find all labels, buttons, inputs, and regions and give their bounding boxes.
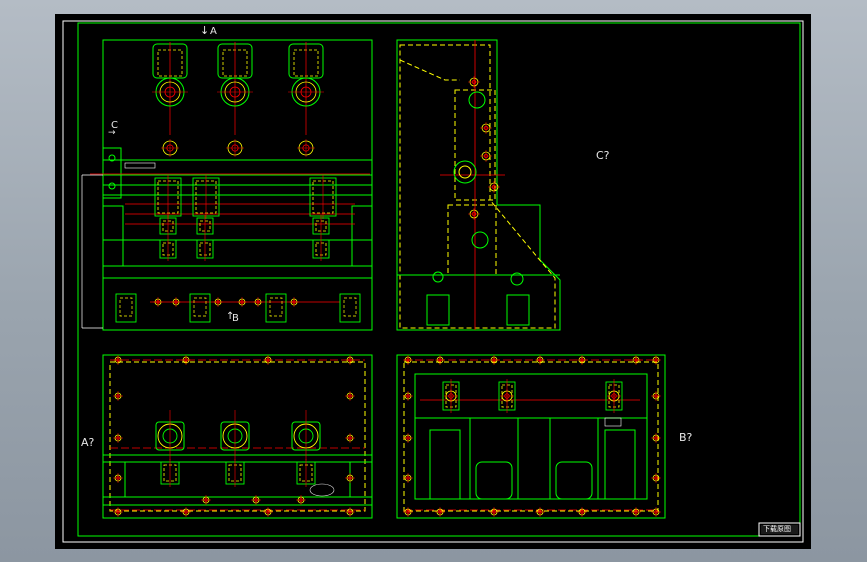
top-view-b[interactable] xyxy=(396,354,666,519)
bolt-hole xyxy=(535,355,545,365)
bolt-hole xyxy=(113,473,123,483)
bolt-hole xyxy=(480,150,492,162)
bolt-hole xyxy=(435,507,445,517)
bolt-hole xyxy=(113,507,123,517)
view-a-title: A? xyxy=(81,436,95,449)
sheet-border-inner xyxy=(77,22,801,537)
bolt-hole xyxy=(488,181,500,193)
bolt-hole xyxy=(468,76,480,88)
bolt-hole xyxy=(651,473,661,483)
bolt-hole xyxy=(403,433,413,443)
bolt-hole xyxy=(345,433,355,443)
dowel-hole xyxy=(213,297,223,307)
bolt-hole xyxy=(263,355,273,365)
guide-bushing xyxy=(312,237,330,261)
title-block-frame xyxy=(758,522,801,537)
bolt-hole xyxy=(345,507,355,517)
guide-hole xyxy=(607,389,621,403)
bolt-hole xyxy=(113,355,123,365)
sheet-border-outer xyxy=(62,20,804,543)
base-block xyxy=(265,293,287,323)
arrow-right-icon: → xyxy=(108,128,116,138)
guide-hole xyxy=(444,389,458,403)
bolt-hole xyxy=(651,507,661,517)
bolt-hole xyxy=(651,355,661,365)
view-c-title: C? xyxy=(596,149,610,162)
bolt-hole xyxy=(251,495,261,505)
bolt-hole xyxy=(403,355,413,365)
bolt-hole xyxy=(651,433,661,443)
bolt-hole xyxy=(403,473,413,483)
base-block xyxy=(189,293,211,323)
base-block xyxy=(115,293,137,323)
cylinder-top-view xyxy=(291,410,321,460)
guide-bushing xyxy=(159,237,177,261)
bolt-hole xyxy=(480,122,492,134)
view-arrow-b-label: B xyxy=(232,313,239,324)
dowel-hole xyxy=(153,297,163,307)
bolt-hole xyxy=(489,507,499,517)
title-block-caption: 下载原图 xyxy=(763,525,791,533)
top-view-a[interactable] xyxy=(102,354,373,519)
guide-bushing xyxy=(312,215,330,237)
guide-bushing xyxy=(196,237,214,261)
bolt-hole xyxy=(113,391,123,401)
bolt-hole xyxy=(577,507,587,517)
view-arrow-c-label: C xyxy=(111,120,118,131)
rotation-marker xyxy=(309,483,335,497)
view-arrow-a-label: A xyxy=(210,26,217,37)
arrow-down-icon: ↓ xyxy=(200,24,210,37)
dowel-hole xyxy=(253,297,263,307)
dowel-hole xyxy=(171,297,181,307)
bolt-hole xyxy=(201,495,211,505)
bolt-hole xyxy=(631,507,641,517)
clamp-cylinder xyxy=(217,42,253,135)
bolt-hole xyxy=(403,507,413,517)
bolt-hole xyxy=(631,355,641,365)
bolt-hole xyxy=(345,391,355,401)
bolt-hole xyxy=(435,355,445,365)
bolt-hole xyxy=(651,391,661,401)
bolt-hole xyxy=(403,391,413,401)
bolt-hole xyxy=(181,507,191,517)
dowel-hole xyxy=(237,297,247,307)
clamp-cylinder xyxy=(288,42,324,135)
slide-block xyxy=(296,459,316,487)
locating-pin xyxy=(297,139,315,157)
guide-bushing xyxy=(196,215,214,237)
bolt-hole xyxy=(296,495,306,505)
bolt-hole xyxy=(535,507,545,517)
drawing-sheet xyxy=(55,14,811,549)
front-view[interactable] xyxy=(81,39,373,331)
cylinder-top-view xyxy=(155,410,185,460)
bolt-hole xyxy=(181,355,191,365)
locating-pin xyxy=(161,139,179,157)
bolt-hole xyxy=(489,355,499,365)
arrow-up-icon: ↑ xyxy=(226,311,235,322)
guide-hole xyxy=(500,389,514,403)
locating-pin xyxy=(226,139,244,157)
guide-bushing xyxy=(159,215,177,237)
guide-bushing xyxy=(192,175,220,219)
guide-bushing xyxy=(309,175,337,219)
bolt-hole xyxy=(577,355,587,365)
base-block xyxy=(339,293,361,323)
view-b-title: B? xyxy=(679,431,693,444)
bolt-hole xyxy=(263,507,273,517)
side-view[interactable] xyxy=(396,39,561,331)
bolt-hole xyxy=(345,473,355,483)
bolt-hole xyxy=(345,355,355,365)
slide-block xyxy=(225,459,245,487)
cylinder-top-view xyxy=(220,410,250,460)
slide-block xyxy=(160,459,180,487)
bolt-hole xyxy=(113,433,123,443)
dowel-hole xyxy=(289,297,299,307)
bolt-hole xyxy=(468,208,480,220)
clamp-cylinder xyxy=(152,42,188,135)
